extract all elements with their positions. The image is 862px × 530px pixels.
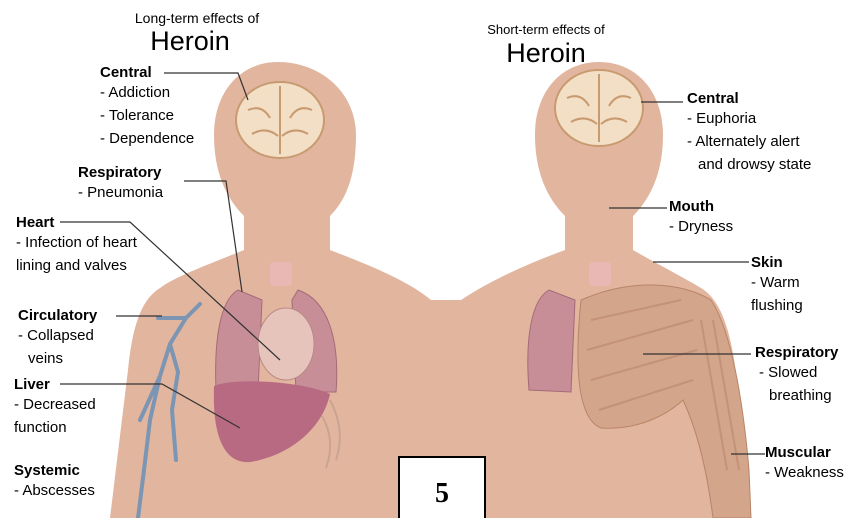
label-circulatory-long: Circulatory - Collapsed veins <box>18 307 97 370</box>
label-muscular-short: Muscular - Weakness <box>765 444 844 484</box>
label-liver-long: Liver - Decreased function <box>14 376 96 439</box>
item: - Infection of heart <box>16 231 137 254</box>
heading: Respiratory <box>78 164 163 181</box>
heading: Systemic <box>14 462 95 479</box>
trachea <box>589 262 611 286</box>
label-central-long: Central - Addiction - Tolerance - Depend… <box>100 64 194 150</box>
long-term-panel: Long-term effects of Heroin Central - Ad… <box>0 0 431 518</box>
item: breathing <box>755 384 838 407</box>
short-term-title-big: Heroin <box>421 38 671 69</box>
item: - Addiction <box>100 81 194 104</box>
heading: Heart <box>16 214 137 231</box>
long-term-title-small: Long-term effects of <box>72 10 322 26</box>
item: - Collapsed <box>18 324 97 347</box>
long-term-title-big: Heroin <box>65 26 315 57</box>
item: - Alternately alert <box>687 130 811 153</box>
item: - Warm <box>751 271 803 294</box>
item: lining and valves <box>16 254 137 277</box>
heart <box>258 308 314 380</box>
label-systemic-long: Systemic - Abscesses <box>14 462 95 502</box>
item: and drowsy state <box>687 153 811 176</box>
heading: Mouth <box>669 198 733 215</box>
item: - Slowed <box>755 361 838 384</box>
item: - Weakness <box>765 461 844 484</box>
item: - Abscesses <box>14 479 95 502</box>
item: - Decreased <box>14 393 96 416</box>
heading: Central <box>687 90 811 107</box>
label-respiratory-short: Respiratory - Slowed breathing <box>755 344 838 407</box>
heading: Circulatory <box>18 307 97 324</box>
short-term-panel: Short-term effects of Heroin Central - E… <box>431 0 862 518</box>
trachea <box>270 262 292 286</box>
item: flushing <box>751 294 803 317</box>
item: - Euphoria <box>687 107 811 130</box>
item: - Pneumonia <box>78 181 163 204</box>
heading: Liver <box>14 376 96 393</box>
label-heart-long: Heart - Infection of heart lining and va… <box>16 214 137 277</box>
item: veins <box>18 347 97 370</box>
heading: Muscular <box>765 444 844 461</box>
short-term-title-small: Short-term effects of <box>421 22 671 37</box>
label-respiratory-long: Respiratory - Pneumonia <box>78 164 163 204</box>
item: - Tolerance <box>100 104 194 127</box>
label-central-short: Central - Euphoria - Alternately alert a… <box>687 90 811 176</box>
figure-number-badge: 5 <box>398 456 486 518</box>
heading: Central <box>100 64 194 81</box>
item: function <box>14 416 96 439</box>
item: - Dependence <box>100 127 194 150</box>
heading: Respiratory <box>755 344 838 361</box>
item: - Dryness <box>669 215 733 238</box>
label-mouth-short: Mouth - Dryness <box>669 198 733 238</box>
label-skin-short: Skin - Warm flushing <box>751 254 803 317</box>
heading: Skin <box>751 254 803 271</box>
